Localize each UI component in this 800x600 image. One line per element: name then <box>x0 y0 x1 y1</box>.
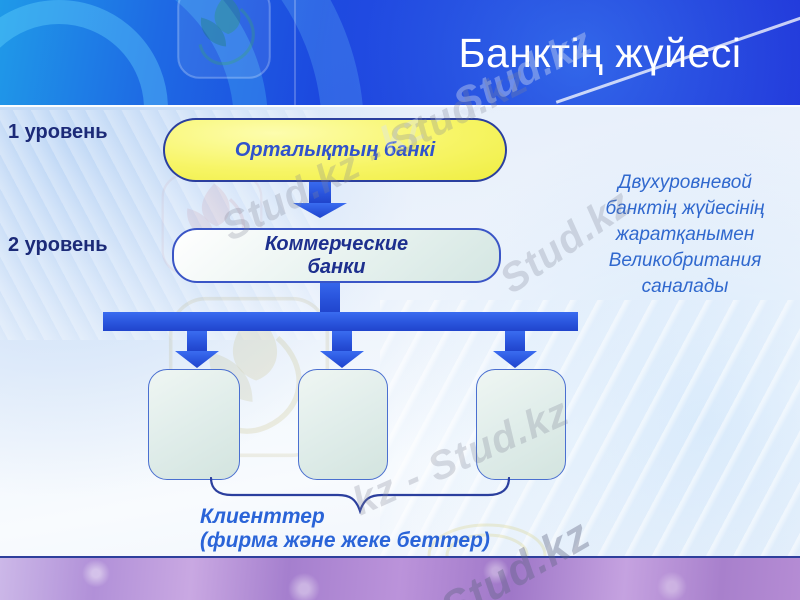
clients-label: Клиенттер (фирма және жеке беттер) <box>200 505 490 552</box>
down-arrow-1-stem <box>187 331 207 351</box>
note-text: Двухуровневой банктің жүйесінің жаратқан… <box>605 172 765 297</box>
central-bank-node: Орталықтың банкі <box>163 118 507 182</box>
level-1-label: 1 уровень <box>8 121 108 143</box>
central-bank-label: Орталықтың банкі <box>234 138 436 161</box>
commercial-banks-node: Коммерческие банки <box>172 228 501 283</box>
brace-icon <box>210 477 510 514</box>
commercial-banks-label: Коммерческие банки <box>264 232 409 278</box>
down-arrow-main-stem <box>309 181 331 203</box>
down-arrow-3-stem <box>505 331 525 351</box>
footer-strip <box>0 556 800 600</box>
client-box-3 <box>476 369 566 480</box>
client-box-1 <box>148 369 240 480</box>
level-2-label: 2 уровень <box>8 234 108 256</box>
slide-body-background <box>0 105 800 558</box>
down-arrow-2-stem <box>332 331 352 351</box>
header-band: Банктің жүйесі <box>0 0 800 105</box>
distribution-bar <box>103 312 578 331</box>
vertical-line-decor <box>294 0 296 105</box>
client-box-2 <box>298 369 388 480</box>
slide-title: Банктің жүйесі <box>458 30 742 76</box>
connector-line <box>320 278 340 313</box>
